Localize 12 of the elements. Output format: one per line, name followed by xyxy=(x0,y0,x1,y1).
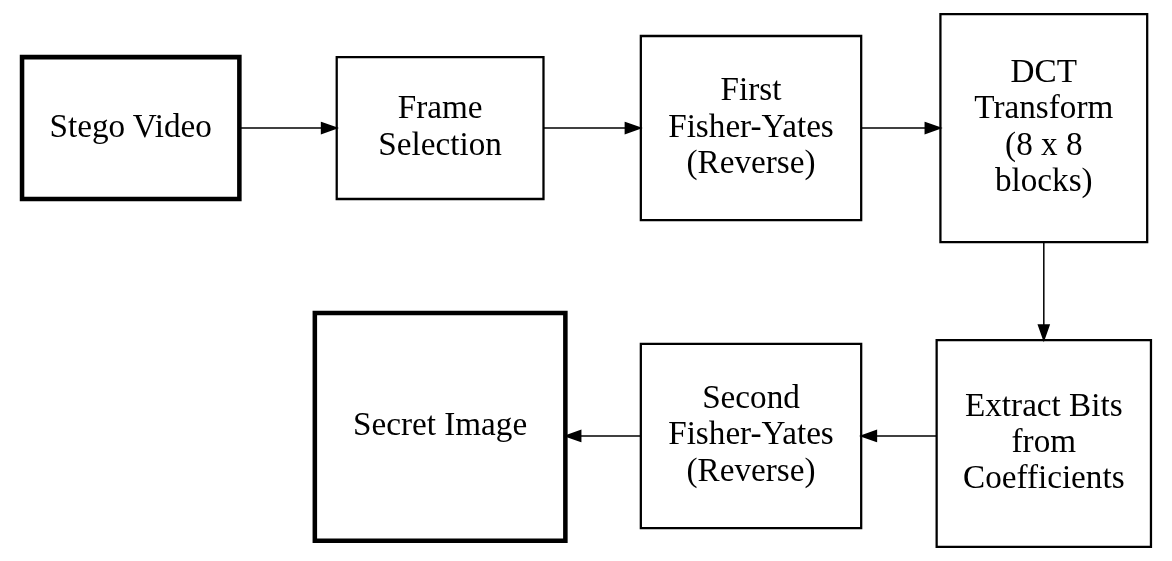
arrow xyxy=(1036,241,1050,343)
node-box: Secret Image xyxy=(312,310,568,544)
arrow xyxy=(542,121,643,135)
node-box: First Fisher-Yates (Reverse) xyxy=(639,34,862,222)
arrow xyxy=(238,121,339,135)
arrow xyxy=(860,121,943,135)
node-box: Stego Video xyxy=(19,54,242,202)
node-box: Second Fisher-Yates (Reverse) xyxy=(639,342,862,530)
node-box: DCT Transform (8 x 8 blocks) xyxy=(938,13,1148,244)
node-box: Frame Selection xyxy=(335,56,545,201)
node-box: Extract Bits from Coefficients xyxy=(935,339,1152,548)
arrow xyxy=(858,429,937,443)
